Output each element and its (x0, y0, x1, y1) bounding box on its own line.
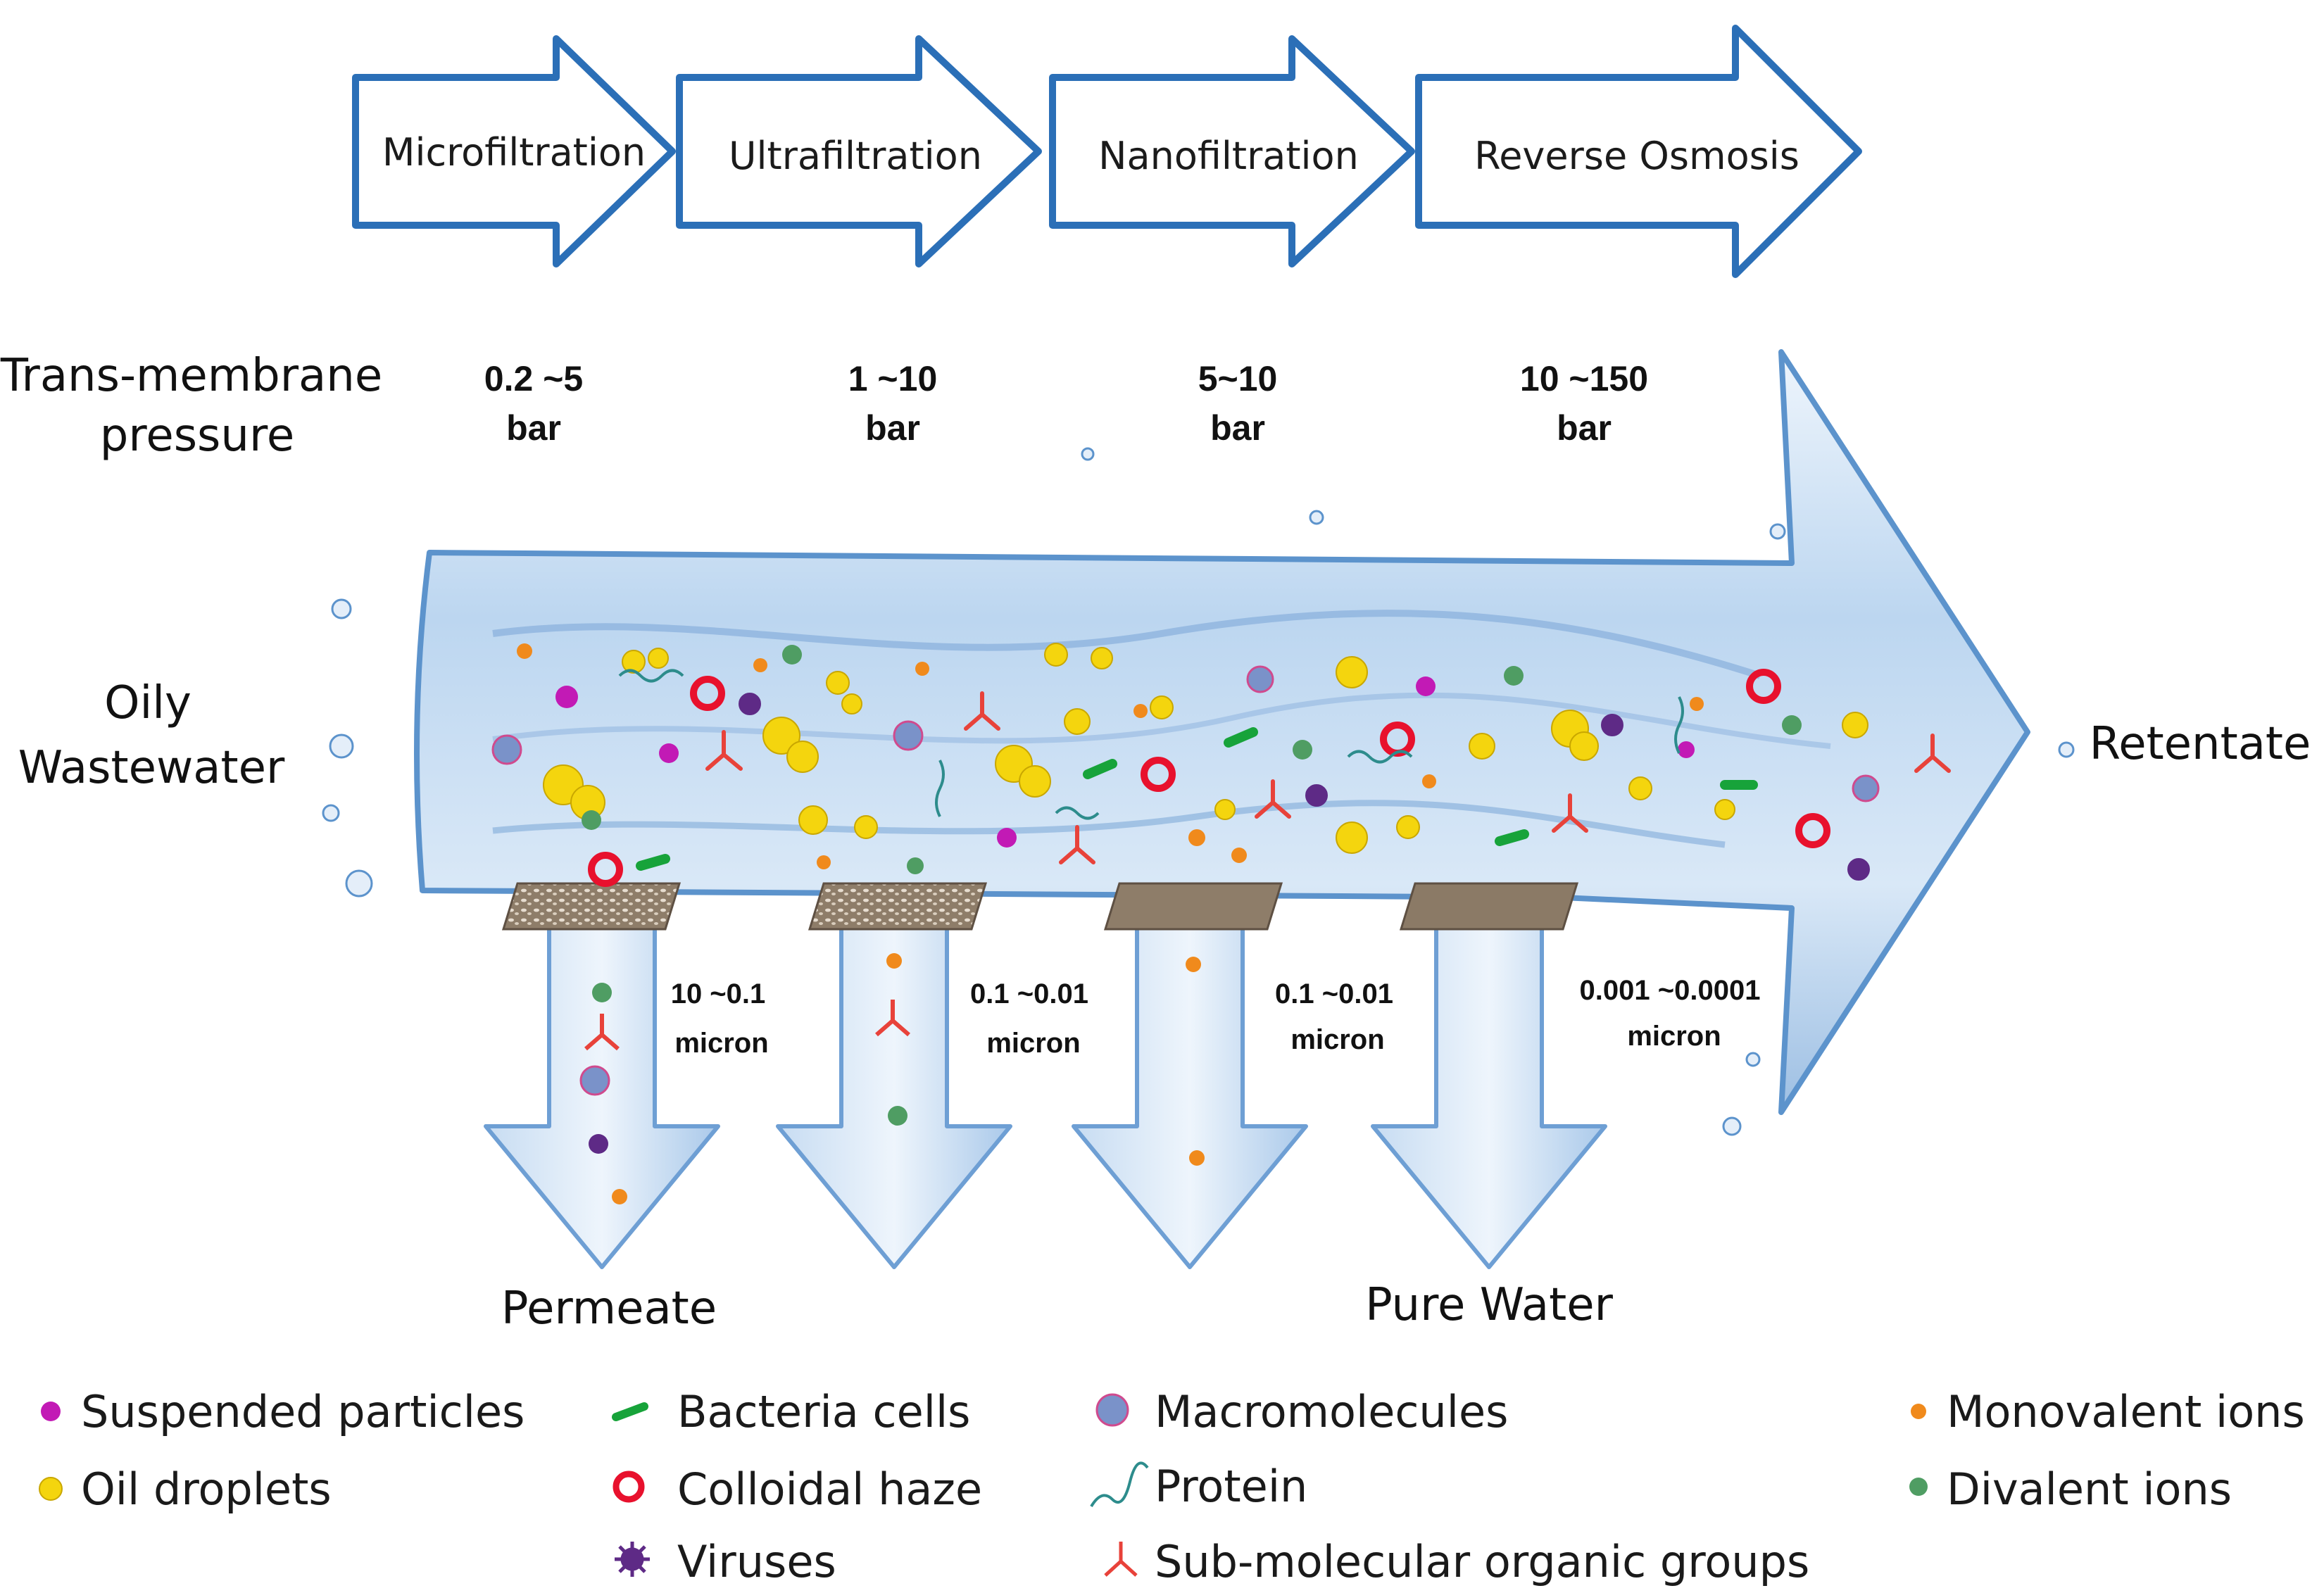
legend-label: Suspended particles (81, 1386, 525, 1437)
macromolecule-icon (1095, 1393, 1129, 1427)
pressure-value-reverse-osmosis: 10 ~150 (1520, 359, 1648, 398)
bacteria-group (636, 727, 1758, 871)
legend-item-oil-droplets: Oil droplets (39, 1463, 332, 1515)
pressure-unit-microfiltration: bar (506, 408, 561, 448)
pore-unit-nanofiltration: micron (1290, 1024, 1384, 1055)
permeate-particles (579, 953, 1205, 1204)
pressure-value-ultrafiltration: 1 ~10 (848, 359, 938, 398)
pressure-row: Trans-membrane pressure 0.2 ~5 bar 1 ~10… (0, 350, 1648, 462)
legend-item-monovalent-ions: Monovalent ions (1911, 1386, 2305, 1437)
sub-molecular-group-icon (1104, 1542, 1138, 1577)
pressure-unit-ultrafiltration: bar (865, 408, 920, 448)
pore-unit-microfiltration: micron (674, 1028, 768, 1059)
bacteria-icon (612, 1402, 648, 1421)
legend-item-divalent-ions: Divalent ions (1909, 1463, 2232, 1515)
legend-item-protein: Protein (1090, 1461, 1307, 1512)
sub-molecular-group (705, 691, 1951, 864)
pore-size-labels: 10 ~0.1 micron 0.1 ~0.01 micron 0.1 ~0.0… (671, 975, 1761, 1059)
permeate-label: Permeate (501, 1283, 717, 1335)
membrane-ultrafiltration (808, 882, 988, 931)
monovalent-ion-icon (1911, 1404, 1926, 1419)
feed-particles (491, 643, 1951, 887)
permeate-arrows (484, 913, 1607, 1269)
suspended-particle-group (555, 676, 1695, 848)
retentate-label: Retentate (2090, 718, 2311, 770)
legend-item-viruses: Viruses (615, 1536, 836, 1587)
stage-label-microfiltration: Microfiltration (382, 130, 646, 175)
protein-group (618, 669, 1684, 820)
legend-label: Bacteria cells (677, 1386, 970, 1437)
permeate-arrow-ultrafiltration (776, 913, 1012, 1269)
water-droplets (322, 447, 2075, 1136)
legend-label: Viruses (677, 1536, 836, 1587)
pressure-unit-nanofiltration: bar (1210, 408, 1265, 448)
pressure-unit-reverse-osmosis: bar (1557, 408, 1612, 448)
colloidal-haze-icon (613, 1471, 645, 1503)
legend-item-bacteria-cells: Bacteria cells (612, 1386, 970, 1437)
pressure-value-nanofiltration: 5~10 (1198, 359, 1278, 398)
flow-labels: Oily Wastewater Retentate Permeate Pure … (18, 677, 2311, 1335)
permeate-arrow-reverse-osmosis (1371, 913, 1607, 1269)
colloidal-haze-group (588, 669, 1830, 887)
pore-value-ultrafiltration: 0.1 ~0.01 (970, 978, 1088, 1009)
stage-label-nanofiltration: Nanofiltration (1098, 134, 1359, 178)
feed-label-line2: Wastewater (18, 742, 285, 794)
macromolecule-group (491, 665, 1880, 802)
legend-item-macromolecules: Macromolecules (1095, 1386, 1508, 1437)
suspended-particle-icon (41, 1402, 61, 1421)
oil-droplet-icon (39, 1477, 63, 1501)
legend-item-colloidal-haze: Colloidal haze (613, 1463, 982, 1515)
stage-arrow-microfiltration: Microfiltration (352, 35, 676, 267)
permeate-arrow-nanofiltration (1072, 913, 1308, 1269)
stage-label-reverse-osmosis: Reverse Osmosis (1474, 134, 1799, 178)
membrane-nanofiltration (1103, 882, 1283, 931)
pressure-value-microfiltration: 0.2 ~5 (484, 359, 583, 398)
divalent-ion-icon (1909, 1478, 1928, 1496)
legend-item-sub-molecular-groups: Sub-molecular organic groups (1104, 1536, 1809, 1587)
virus-group (739, 693, 1870, 881)
legend-label: Protein (1155, 1461, 1307, 1512)
monovalent-ion-group (517, 643, 1704, 869)
pore-value-microfiltration: 10 ~0.1 (671, 978, 766, 1009)
stage-arrows: Microfiltration Ultrafiltration Nanofilt… (352, 25, 1862, 278)
membrane-microfiltration (501, 882, 682, 931)
legend-item-suspended-particles: Suspended particles (41, 1386, 525, 1437)
pore-value-nanofiltration: 0.1 ~0.01 (1275, 978, 1393, 1009)
stage-arrow-nanofiltration: Nanofiltration (1049, 35, 1415, 267)
pore-unit-ultrafiltration: micron (986, 1028, 1080, 1059)
stage-arrow-ultrafiltration: Ultrafiltration (676, 35, 1042, 267)
pressure-label-line1: Trans-membrane (0, 350, 382, 402)
legend-label: Monovalent ions (1947, 1386, 2305, 1437)
feed-label-line1: Oily (104, 677, 191, 729)
water-channel-arrow (414, 349, 2030, 1115)
legend-label: Colloidal haze (677, 1463, 982, 1515)
legend-label: Macromolecules (1155, 1386, 1508, 1437)
protein-icon (1090, 1461, 1149, 1508)
divalent-ion-group (582, 645, 1802, 874)
legend-label: Oil droplets (81, 1463, 332, 1515)
legend-label: Sub-molecular organic groups (1155, 1536, 1809, 1587)
pressure-label-line2: pressure (100, 410, 294, 462)
membranes (501, 882, 1579, 931)
pore-value-reverse-osmosis: 0.001 ~0.0001 (1580, 975, 1761, 1006)
pure-water-label: Pure Water (1365, 1279, 1614, 1331)
pore-unit-reverse-osmosis: micron (1627, 1021, 1721, 1052)
membrane-reverse-osmosis (1399, 882, 1579, 931)
oil-droplet-group (543, 643, 1868, 854)
legend: Suspended particles Oil droplets Bacteri… (39, 1386, 2305, 1587)
virus-icon (615, 1542, 650, 1577)
stage-label-ultrafiltration: Ultrafiltration (729, 134, 982, 178)
stage-arrow-reverse-osmosis: Reverse Osmosis (1415, 25, 1862, 278)
legend-label: Divalent ions (1947, 1463, 2232, 1515)
